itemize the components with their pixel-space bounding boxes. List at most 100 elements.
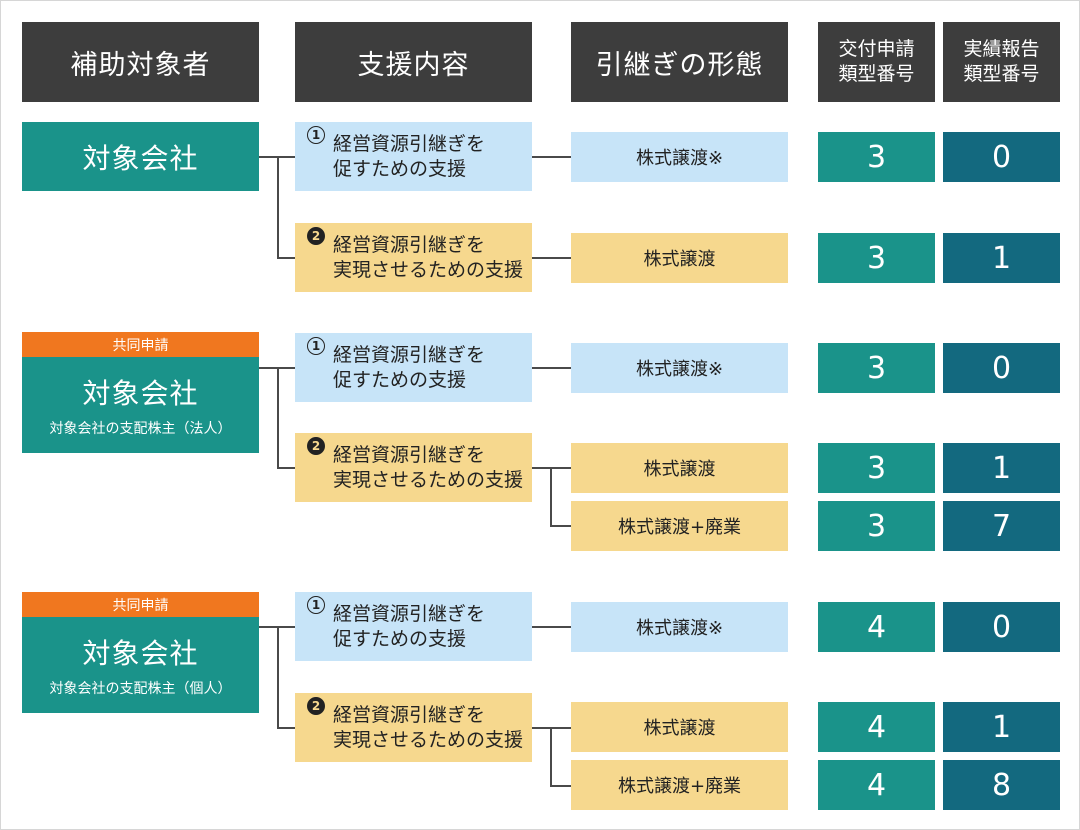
- circled-number-2-icon: 2: [307, 697, 325, 715]
- support-line1: 経営資源引継ぎを: [333, 703, 486, 726]
- support-box-promote: 1 経営資源引継ぎを促すための支援: [295, 122, 532, 191]
- report-number-value: 0: [991, 609, 1012, 645]
- connector-line: [277, 467, 295, 469]
- header-support: 支援内容: [295, 22, 532, 102]
- grant-type-number: 3: [818, 343, 935, 393]
- support-line2: 実現させるための支援: [333, 468, 524, 491]
- circled-number-1-icon: 1: [307, 596, 325, 614]
- subject-box: 対象会社 対象会社の支配株主（個人）: [22, 617, 259, 713]
- form-label: 株式譲渡※: [635, 618, 724, 639]
- connector-line: [532, 257, 571, 259]
- header-support-label: 支援内容: [357, 49, 470, 81]
- connector-line: [550, 467, 552, 526]
- grant-number-value: 3: [866, 139, 887, 175]
- support-line1: 経営資源引継ぎを: [333, 443, 486, 466]
- subject-label: 対象会社: [82, 637, 199, 670]
- report-number-value: 1: [991, 240, 1012, 276]
- tag-label: 共同申請: [112, 337, 169, 354]
- subject-label: 対象会社: [82, 141, 199, 175]
- support-line2: 実現させるための支援: [333, 728, 524, 751]
- support-box-realize: 2 経営資源引継ぎを実現させるための支援: [295, 433, 532, 502]
- header-report-line1: 実績報告: [963, 38, 1040, 60]
- support-line1: 経営資源引継ぎを: [333, 602, 486, 625]
- form-box: 株式譲渡+廃業: [571, 760, 788, 810]
- connector-line: [277, 257, 295, 259]
- connector-line: [277, 727, 295, 729]
- report-type-number: 8: [943, 760, 1060, 810]
- report-number-value: 1: [991, 450, 1012, 486]
- subject-sub-label: 対象会社の支配株主（個人）: [49, 681, 232, 697]
- report-type-number: 0: [943, 602, 1060, 652]
- form-box: 株式譲渡: [571, 233, 788, 283]
- report-number-value: 0: [991, 350, 1012, 386]
- connector-line: [277, 367, 279, 468]
- form-label: 株式譲渡+廃業: [617, 776, 742, 797]
- connector-line: [532, 626, 571, 628]
- form-box: 株式譲渡※: [571, 343, 788, 393]
- connector-line: [550, 525, 571, 527]
- form-label: 株式譲渡: [643, 249, 716, 270]
- header-form: 引継ぎの形態: [571, 22, 788, 102]
- grant-type-number: 4: [818, 760, 935, 810]
- connector-line: [550, 727, 552, 786]
- grant-number-value: 4: [866, 709, 887, 745]
- connector-line: [550, 785, 571, 787]
- form-box: 株式譲渡: [571, 702, 788, 752]
- form-box: 株式譲渡+廃業: [571, 501, 788, 551]
- grant-number-value: 3: [866, 350, 887, 386]
- support-line2: 促すための支援: [333, 627, 467, 650]
- report-type-number: 1: [943, 702, 1060, 752]
- support-box-promote: 1 経営資源引継ぎを促すための支援: [295, 592, 532, 661]
- header-form-label: 引継ぎの形態: [595, 49, 764, 81]
- circled-number-1-icon: 1: [307, 126, 325, 144]
- connector-line: [532, 367, 571, 369]
- connector-line: [277, 156, 279, 258]
- report-type-number: 0: [943, 132, 1060, 182]
- form-label: 株式譲渡: [643, 718, 716, 739]
- grant-type-number: 3: [818, 132, 935, 182]
- header-subject: 補助対象者: [22, 22, 259, 102]
- support-line1: 経営資源引継ぎを: [333, 233, 486, 256]
- circled-number-1-icon: 1: [307, 337, 325, 355]
- subject-box: 対象会社 対象会社の支配株主（法人）: [22, 357, 259, 453]
- form-label: 株式譲渡※: [635, 359, 724, 380]
- grant-type-number: 4: [818, 602, 935, 652]
- report-number-value: 0: [991, 139, 1012, 175]
- grant-type-number: 3: [818, 233, 935, 283]
- header-report-type: 実績報告 類型番号: [943, 22, 1060, 102]
- circled-number-2-icon: 2: [307, 437, 325, 455]
- form-label: 株式譲渡+廃業: [617, 517, 742, 538]
- support-line1: 経営資源引継ぎを: [333, 343, 486, 366]
- report-type-number: 0: [943, 343, 1060, 393]
- circled-number-2-icon: 2: [307, 227, 325, 245]
- report-number-value: 7: [991, 508, 1012, 544]
- report-type-number: 1: [943, 233, 1060, 283]
- header-report-line2: 類型番号: [963, 63, 1040, 85]
- support-box-realize: 2 経営資源引継ぎを実現させるための支援: [295, 693, 532, 762]
- subject-label: 対象会社: [82, 377, 199, 410]
- report-type-number: 7: [943, 501, 1060, 551]
- header-grant-line2: 類型番号: [838, 63, 915, 85]
- grant-number-value: 3: [866, 508, 887, 544]
- tag-label: 共同申請: [112, 597, 169, 614]
- subject-box: 対象会社: [22, 122, 259, 191]
- grant-number-value: 4: [866, 609, 887, 645]
- connector-line: [532, 156, 571, 158]
- form-box: 株式譲渡※: [571, 132, 788, 182]
- report-type-number: 1: [943, 443, 1060, 493]
- connector-line: [277, 626, 279, 728]
- header-grant-type: 交付申請 類型番号: [818, 22, 935, 102]
- support-line2: 促すための支援: [333, 368, 467, 391]
- grant-number-value: 4: [866, 767, 887, 803]
- report-number-value: 8: [991, 767, 1012, 803]
- subject-sub-label: 対象会社の支配株主（法人）: [49, 421, 232, 437]
- support-box-realize: 2 経営資源引継ぎを実現させるための支援: [295, 223, 532, 292]
- joint-application-tag: 共同申請: [22, 332, 259, 357]
- grant-number-value: 3: [866, 450, 887, 486]
- grant-type-number: 3: [818, 501, 935, 551]
- grant-type-number: 3: [818, 443, 935, 493]
- joint-application-tag: 共同申請: [22, 592, 259, 617]
- form-box: 株式譲渡※: [571, 602, 788, 652]
- header-grant-line1: 交付申請: [838, 38, 915, 60]
